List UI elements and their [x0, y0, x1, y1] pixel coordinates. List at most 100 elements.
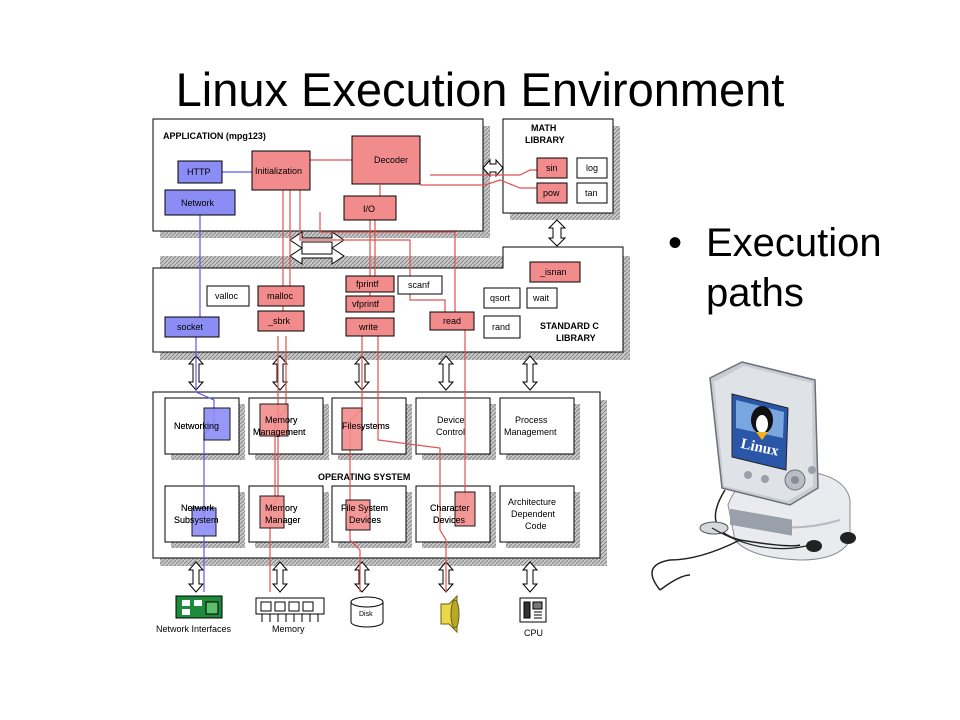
process-management-module: Process Management — [499, 397, 580, 460]
math-library-modules: sin log pow tan — [536, 157, 608, 204]
initialization-box — [251, 150, 311, 191]
io-label: I/O — [363, 204, 375, 214]
networking-label-overlay: Networking — [174, 421, 219, 431]
rand-label: rand — [492, 322, 510, 332]
architecture-code-module: Architecture Dependent Code — [499, 485, 580, 548]
cpu-label: CPU — [524, 628, 543, 638]
device-control-module: Device Control — [415, 397, 496, 460]
char-devices-overlay-1: Character — [430, 503, 470, 513]
qsort-box — [483, 287, 521, 309]
rand-box — [483, 315, 521, 339]
memory-management-overlay-1: Memory — [265, 415, 298, 425]
application-title: APPLICATION (mpg123) — [163, 131, 266, 141]
log-label: log — [586, 163, 598, 173]
valloc-box — [206, 285, 250, 307]
sbrk-label: _sbrk — [267, 316, 291, 326]
tan-box — [576, 182, 608, 204]
hardware-row: Network Interfaces Memory Disk CPU — [156, 594, 547, 638]
math-library-title-2: LIBRARY — [525, 135, 565, 145]
process-management-label-1: Process — [515, 415, 548, 425]
write-box — [345, 317, 395, 337]
socket-box — [164, 316, 220, 338]
qsort-label: qsort — [490, 293, 511, 303]
cpu-chip-icon — [519, 597, 547, 623]
pda-screen-text: Linux — [739, 436, 780, 460]
memory-module-icon — [255, 597, 325, 622]
disk-label: Disk — [359, 611, 373, 618]
wait-label: wait — [532, 293, 550, 303]
valloc-label: valloc — [215, 291, 239, 301]
application-modules: HTTP Network Initialization Decoder I/O — [164, 135, 421, 221]
stdlib-title-1: STANDARD C — [540, 321, 599, 331]
network-subsystem-overlay-2: Subsystem — [174, 515, 219, 525]
log-box — [576, 157, 608, 179]
process-management-label-2: Management — [504, 427, 557, 437]
filesystems-label: Filesystems — [342, 421, 390, 431]
stdlib-modules: valloc malloc _sbrk socket fprintf vfpri… — [164, 261, 581, 339]
stdlib-os-arrow-5 — [521, 355, 539, 391]
math-library-title-1: MATH — [531, 123, 556, 133]
stdlib-title-2: LIBRARY — [556, 333, 596, 343]
network-subsystem-overlay-1: Network — [181, 503, 215, 513]
device-control-label-1: Device — [437, 415, 465, 425]
os-hw-arrow-2 — [271, 561, 289, 593]
decoder-label: Decoder — [374, 155, 408, 165]
sbrk-box — [257, 310, 305, 332]
memory-label: Memory — [272, 624, 305, 634]
os-path-highlights: Networking Memory Management Filesystems… — [174, 403, 476, 537]
os-hw-arrow-1 — [187, 561, 205, 593]
char-devices-overlay-2: Devices — [433, 515, 466, 525]
networking-label: Networking — [174, 421, 219, 431]
slide-title: Linux Execution Environment — [175, 63, 785, 116]
pow-box — [536, 182, 568, 204]
speaker-icon — [440, 594, 460, 634]
arch-code-label-1: Architecture — [508, 497, 556, 507]
vfprintf-box — [345, 295, 395, 313]
arch-code-label-2: Dependent — [511, 509, 556, 519]
malloc-label: malloc — [267, 291, 294, 301]
filesystems-overlay: Filesystems — [342, 421, 390, 431]
math-stdlib-arrow — [547, 219, 567, 247]
os-hw-arrow-5 — [521, 561, 539, 593]
isnan-box — [529, 261, 581, 283]
memory-manager-overlay-1: Memory — [265, 503, 298, 513]
wait-box — [526, 287, 558, 309]
malloc-box — [257, 285, 305, 307]
initialization-label: Initialization — [255, 166, 302, 176]
scanf-label: scanf — [408, 280, 430, 290]
read-box — [429, 311, 475, 331]
device-control-label-2: Control — [436, 427, 465, 437]
socket-label: socket — [177, 322, 204, 332]
fs-devices-overlay-2: Devices — [349, 515, 382, 525]
bullet-marker: • — [668, 221, 683, 265]
char-devices-label-1: Character — [430, 503, 470, 513]
read-label: read — [443, 316, 461, 326]
network-interfaces-label: Network Interfaces — [156, 624, 232, 634]
linux-pda-icon: Linux — [651, 361, 856, 591]
http-box — [177, 160, 223, 184]
os-title: OPERATING SYSTEM — [318, 472, 410, 482]
char-devices-label-2: Devices — [433, 515, 466, 525]
disk-icon — [350, 596, 384, 628]
vfprintf-label: vfprintf — [352, 299, 380, 309]
bullet-text: Execution paths — [706, 221, 882, 315]
io-box — [343, 195, 397, 221]
sin-box — [536, 157, 568, 179]
scanf-box — [397, 275, 443, 295]
decoder-box — [351, 135, 421, 185]
fprintf-box — [345, 275, 395, 293]
network-label: Network — [181, 198, 215, 208]
sin-label: sin — [546, 163, 558, 173]
os-hw-arrow-3 — [353, 561, 371, 593]
network-box — [164, 189, 236, 216]
pow-label: pow — [543, 188, 560, 198]
memory-manager-overlay-2: Manager — [265, 515, 301, 525]
network-card-icon — [175, 595, 223, 619]
tan-label: tan — [585, 188, 598, 198]
fs-devices-overlay-1: File System — [341, 503, 388, 513]
memory-management-overlay-2: Management — [253, 427, 306, 437]
http-label: HTTP — [187, 167, 211, 177]
stdlib-os-arrow-2 — [271, 355, 289, 391]
arch-code-label-3: Code — [525, 521, 547, 531]
